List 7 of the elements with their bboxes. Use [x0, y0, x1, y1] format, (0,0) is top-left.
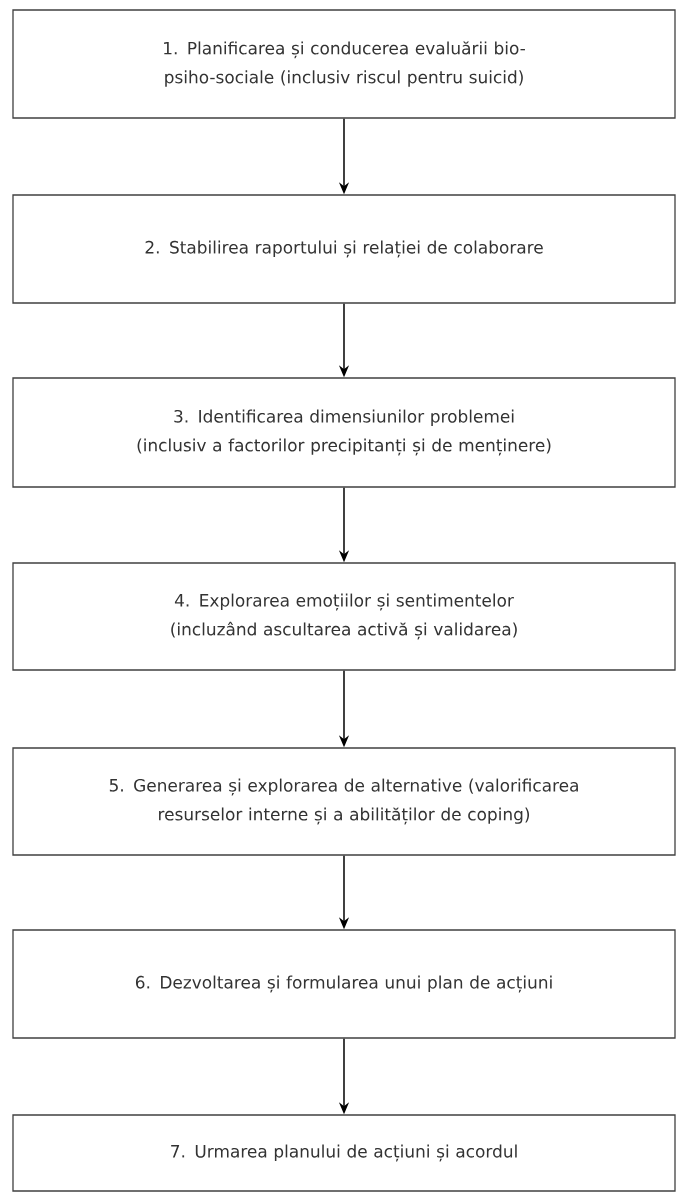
- step-box: 7. Urmarea planului de acțiuni și acordul: [12, 1114, 676, 1192]
- step-box: 5. Generarea și explorarea de alternative (valorificarea resurselor interne și a abilităților de coping): [12, 747, 676, 856]
- step-box: 2. Stabilirea raportului și relației de colaborare: [12, 194, 676, 304]
- step-box: 3. Identificarea dimensiunilor problemei (inclusiv a factorilor precipitanți și de menținere): [12, 377, 676, 488]
- step-box: 6. Dezvoltarea și formularea unui plan de acțiuni: [12, 929, 676, 1039]
- step-box: 1. Planificarea și conducerea evaluării bio-psiho-sociale (inclusiv riscul pentru suicid): [12, 9, 676, 119]
- step-box: 4. Explorarea emoțiilor și sentimentelor (incluzând ascultarea activă și validarea): [12, 562, 676, 671]
